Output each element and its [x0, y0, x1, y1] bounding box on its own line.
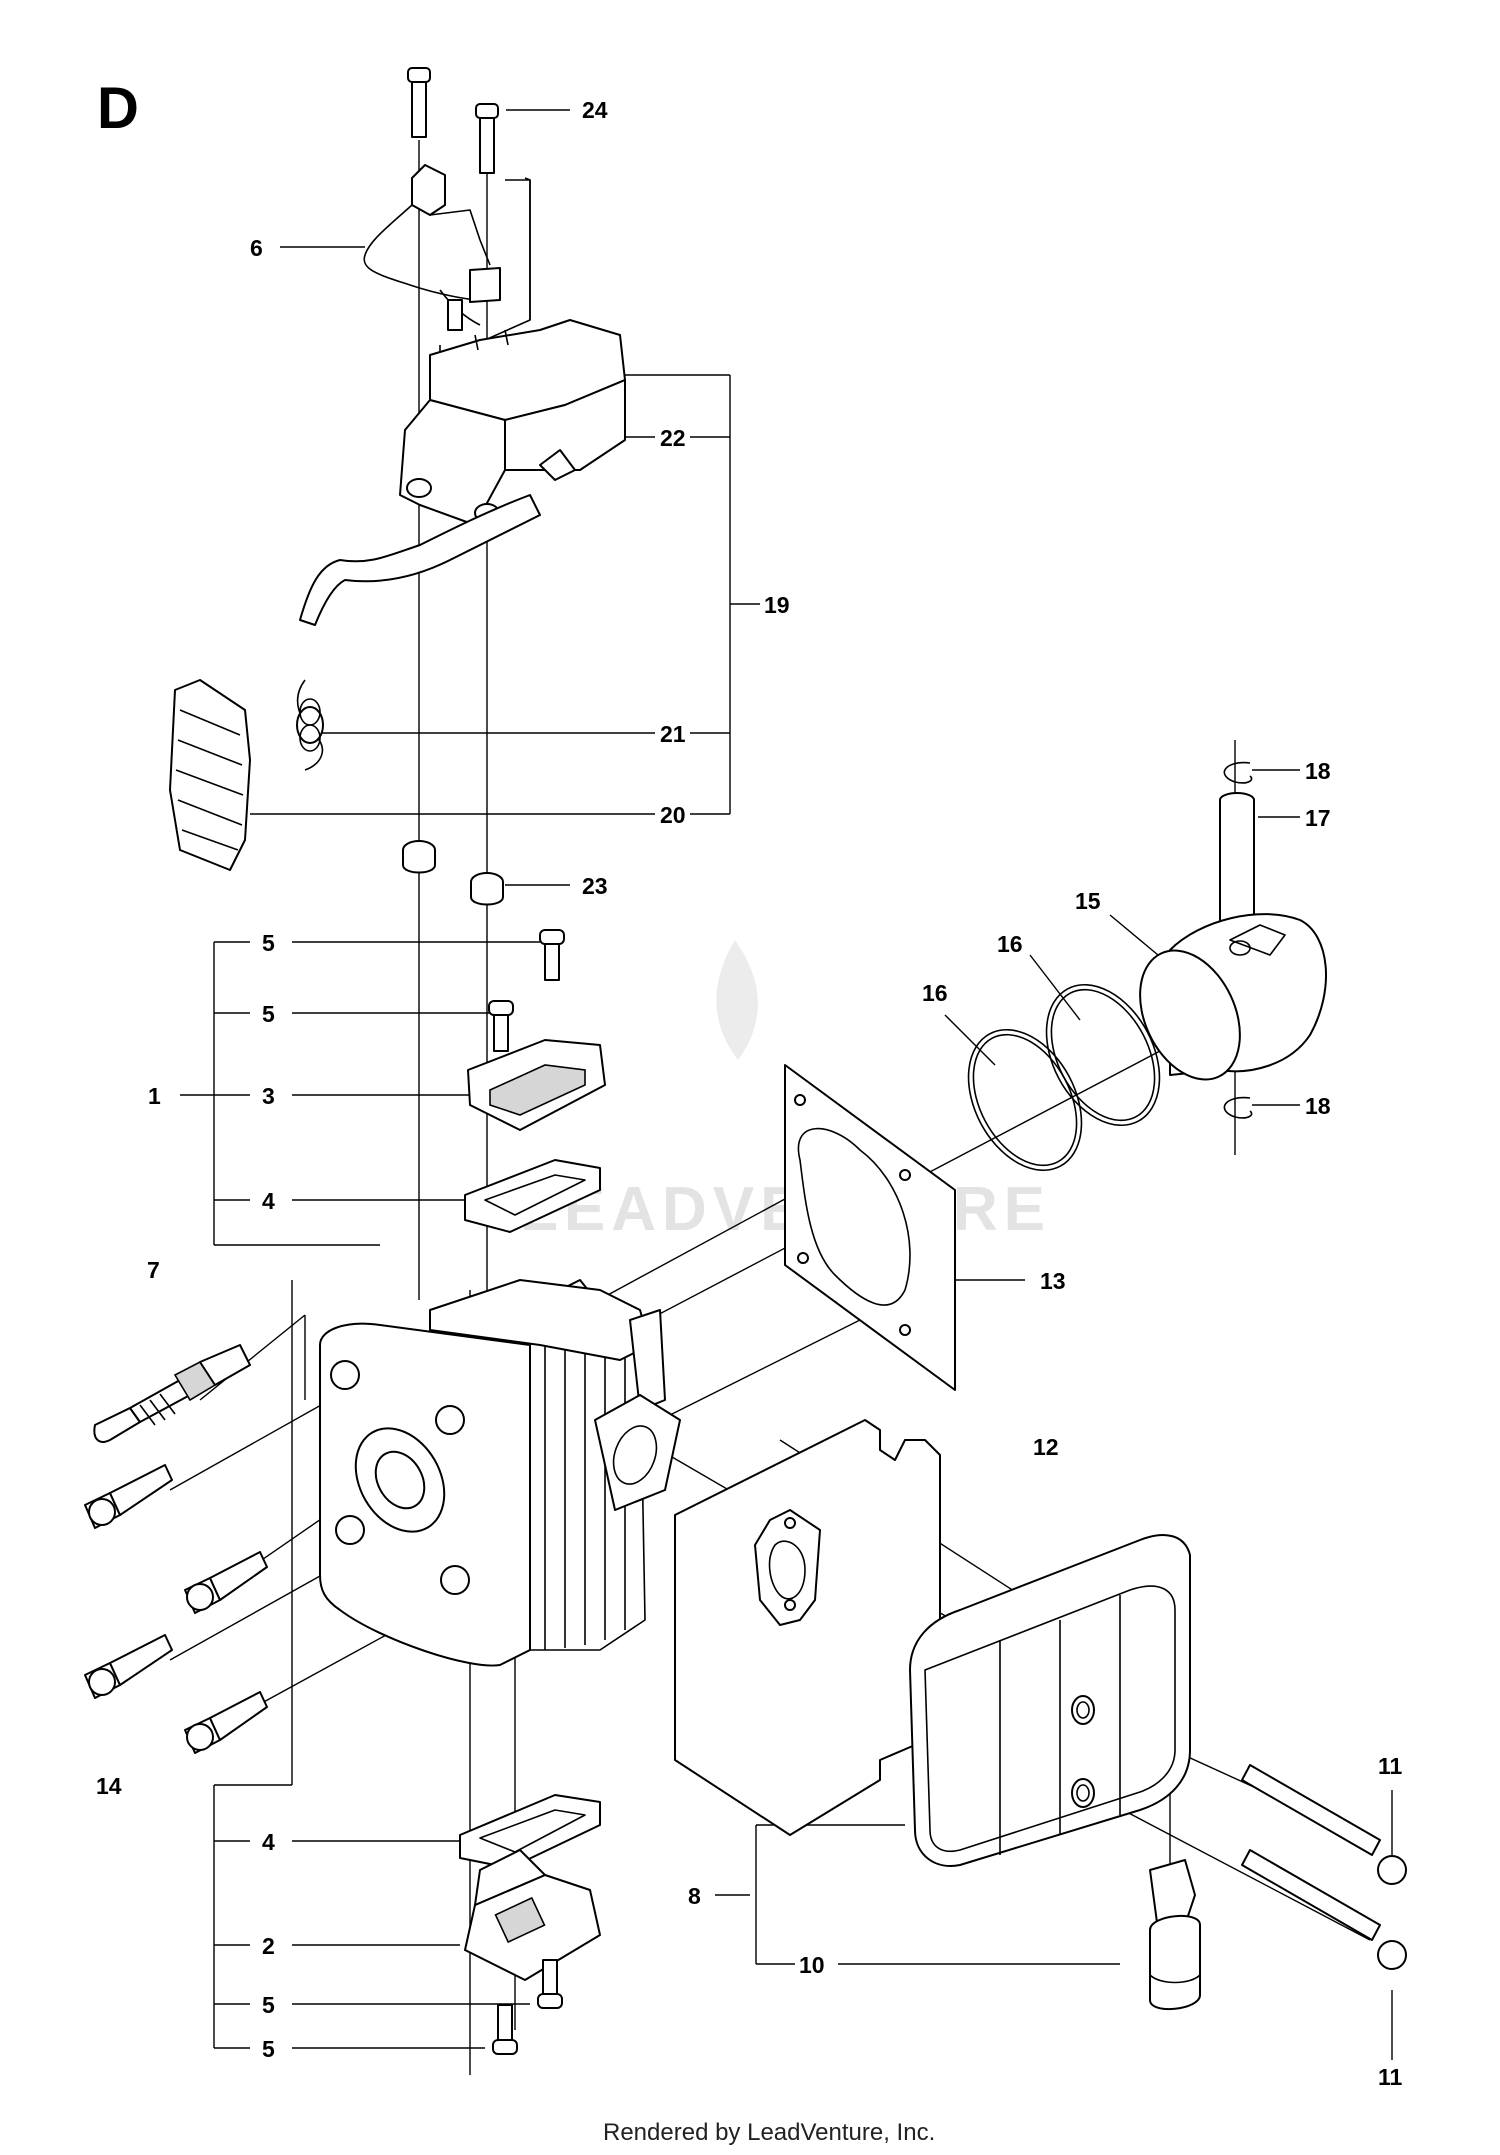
part-18-circlip-bottom — [1223, 1096, 1253, 1119]
label-20: 20 — [660, 802, 686, 828]
part-18-circlip-top — [1223, 761, 1253, 784]
part-12-heat-shield — [674, 1419, 961, 1836]
label-4-upper: 4 — [262, 1188, 275, 1214]
watermark-text: LEADVENTURE — [520, 1175, 1051, 1244]
label-18-bottom: 18 — [1305, 1093, 1331, 1119]
label-10: 10 — [799, 1952, 825, 1978]
label-19: 19 — [764, 592, 790, 618]
label-2: 2 — [262, 1933, 275, 1959]
label-24: 24 — [582, 97, 608, 123]
part-16-piston-rings — [967, 983, 1161, 1172]
part-7-spark-plug — [93, 1344, 251, 1443]
part-15-piston — [1139, 913, 1327, 1081]
part-20-rubber-boot — [169, 679, 251, 871]
part-19-ignition-module — [399, 319, 626, 526]
label-11-top: 11 — [1378, 1753, 1403, 1779]
part-21-spring — [296, 679, 324, 771]
label-18-top: 18 — [1305, 758, 1331, 784]
label-4-lower: 4 — [262, 1829, 275, 1855]
part-2-intake-block — [464, 1849, 601, 1981]
part-13-base-gasket — [784, 1064, 956, 1391]
label-17: 17 — [1305, 805, 1331, 831]
footer-credit: Rendered by LeadVenture, Inc. — [603, 2119, 935, 2146]
label-11-bottom: 11 — [1378, 2064, 1403, 2090]
part-22-high-tension-lead — [299, 494, 541, 626]
part-11-screws — [1241, 1764, 1407, 1970]
label-15: 15 — [1075, 888, 1101, 914]
part-5-screws-upper — [488, 929, 565, 1052]
label-22: 22 — [660, 425, 686, 451]
label-12: 12 — [1033, 1434, 1059, 1460]
label-13: 13 — [1040, 1268, 1066, 1294]
watermark-flame-icon — [716, 940, 758, 1060]
part-3-intake-flange — [467, 1039, 606, 1131]
part-4-gasket-upper — [464, 1159, 601, 1233]
label-8: 8 — [688, 1883, 701, 1909]
label-14: 14 — [96, 1773, 122, 1799]
label-5-fourth: 5 — [262, 2036, 275, 2062]
label-5-second: 5 — [262, 1001, 275, 1027]
label-1: 1 — [148, 1083, 161, 1109]
label-21: 21 — [660, 721, 686, 747]
label-3: 3 — [262, 1083, 275, 1109]
label-5-first: 5 — [262, 930, 275, 956]
label-16-left: 16 — [922, 980, 948, 1006]
section-letter: D — [97, 76, 139, 141]
part-14-bolts — [84, 1464, 268, 1754]
label-7: 7 — [147, 1257, 160, 1283]
part-23-spacers — [402, 840, 504, 906]
label-16-right: 16 — [997, 931, 1023, 957]
part-8-muffler — [909, 1534, 1191, 1867]
part-1-cylinder — [319, 1279, 681, 1667]
watermark: LEADVENTURE — [520, 940, 1051, 1244]
label-6: 6 — [250, 235, 263, 261]
part-labels: 24 6 22 19 21 20 23 18 17 15 16 16 18 5 … — [96, 97, 1403, 2090]
label-5-third: 5 — [262, 1992, 275, 2018]
part-5-screws-lower — [492, 1959, 563, 2055]
label-23: 23 — [582, 873, 608, 899]
part-24-screws — [407, 67, 499, 174]
part-4-gasket-lower — [459, 1794, 601, 1869]
part-10-spark-arrestor — [1149, 1859, 1201, 2011]
